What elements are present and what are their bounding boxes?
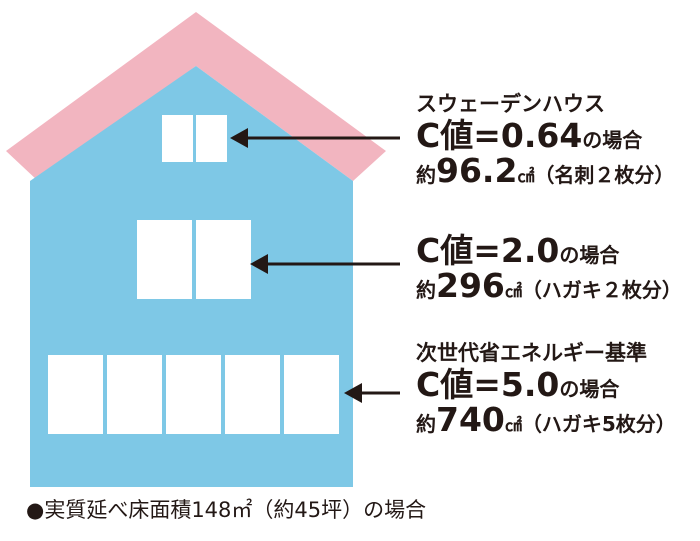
annotation-label: スウェーデンハウス — [416, 92, 605, 116]
arrow-3 — [344, 383, 400, 403]
c-value: 5.0 — [500, 365, 560, 404]
annotation-label: 次世代省エネルギー基準 — [416, 341, 647, 365]
c-value-line: C値=2.0の場合 — [416, 231, 620, 270]
arrow-1 — [230, 128, 400, 148]
c-value-line: C値=0.64の場合 — [416, 116, 643, 155]
c-value: 0.64 — [500, 116, 583, 155]
area-value: 740 — [436, 400, 505, 439]
ground-windows — [48, 355, 339, 434]
middle-window — [137, 220, 251, 299]
roof — [6, 12, 386, 181]
c-value-line: C値=5.0の場合 — [416, 365, 620, 404]
annotation-next-gen-standard: 次世代省エネルギー基準 C値=5.0の場合 約740㎠（ハガキ5枚分） — [416, 341, 676, 439]
c-value: 2.0 — [500, 231, 560, 270]
annotation-c2: C値=2.0の場合 約296㎠（ハガキ２枚分） — [416, 234, 682, 302]
area-value: 96.2 — [436, 151, 518, 190]
arrow-2 — [250, 254, 400, 274]
footnote: ●実質延べ床面積148㎡（約45坪）の場合 — [26, 498, 427, 522]
annotation-swedenhouse: スウェーデンハウス C値=0.64の場合 約96.2㎠（名刺２枚分） — [416, 92, 675, 190]
area-line: 約96.2㎠（名刺２枚分） — [416, 151, 675, 190]
area-line: 約296㎠（ハガキ２枚分） — [416, 266, 682, 305]
attic-window — [162, 115, 227, 162]
area-line: 約740㎠（ハガキ5枚分） — [416, 400, 676, 439]
area-value: 296 — [436, 266, 505, 305]
